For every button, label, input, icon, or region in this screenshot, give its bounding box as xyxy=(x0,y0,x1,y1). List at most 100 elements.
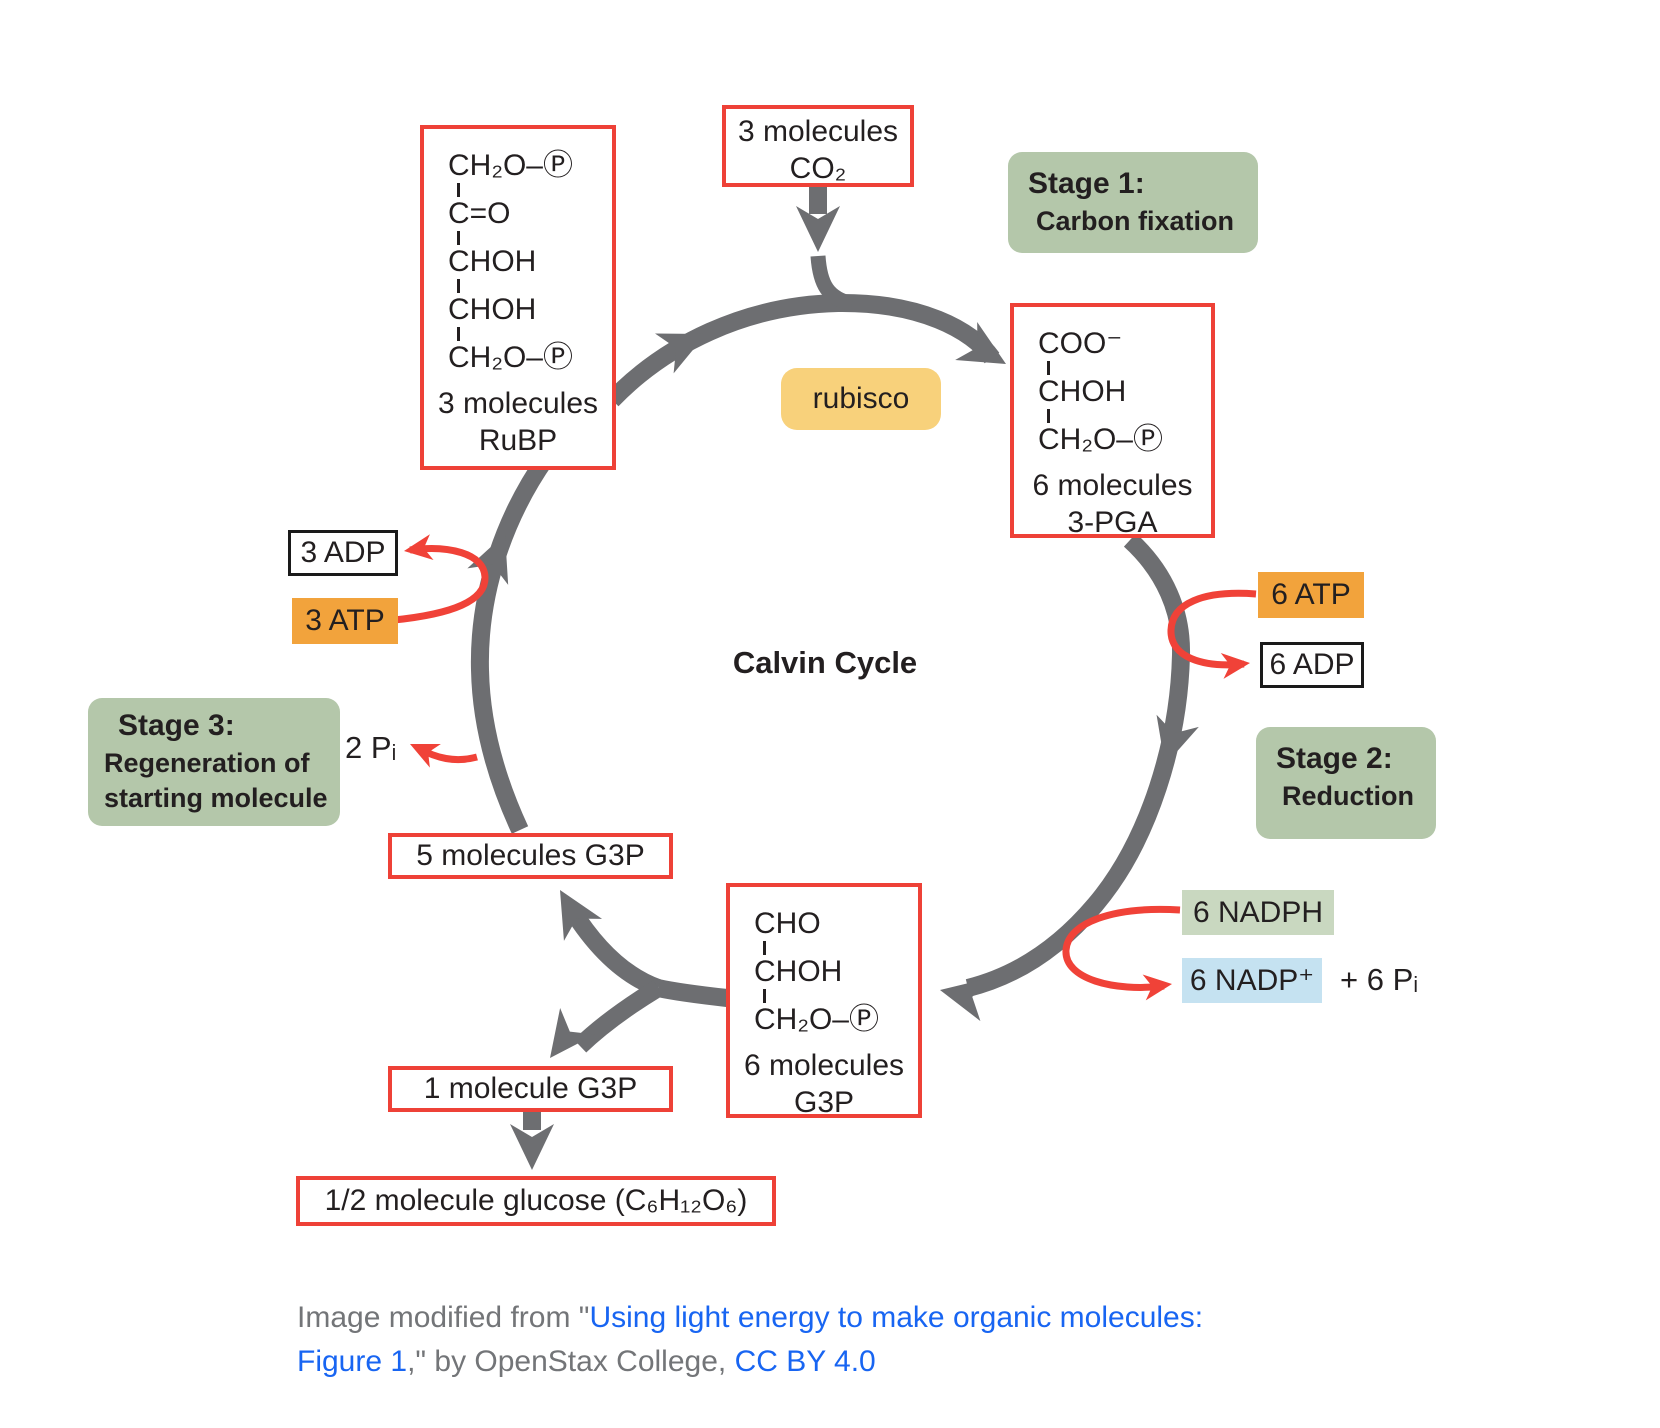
branch-to-5g3p xyxy=(564,905,662,997)
g3p6-name: G3P xyxy=(793,1086,855,1119)
stage1-badge: Stage 1: Carbon fixation xyxy=(1008,152,1258,253)
source-link-continued[interactable]: Figure 1 xyxy=(297,1345,408,1378)
stage1-subtitle: Carbon fixation xyxy=(1036,206,1235,236)
arrowhead-into-pi2 xyxy=(410,744,441,768)
stage2-title: Stage 2: xyxy=(1276,742,1393,775)
arrowhead-into-nadp xyxy=(1142,974,1172,1001)
bond-line xyxy=(457,231,460,245)
attribution-line1: Image modified from "Using light energy … xyxy=(297,1296,1203,1340)
bond-line xyxy=(763,989,766,1003)
stage2-subtitle: Reduction xyxy=(1282,781,1414,811)
attribution-line2: Figure 1," by OpenStax College, CC BY 4.… xyxy=(297,1340,1203,1384)
stage3-badge: Stage 3: Regeneration of starting molecu… xyxy=(88,698,340,826)
arrowhead-into-3pga xyxy=(955,321,1006,364)
adp3-badge: 3 ADP xyxy=(288,530,398,576)
atp6-badge: 6 ATP xyxy=(1258,572,1364,618)
rubp-box: CH₂O–Ⓟ C=O CHOH CHOH CH₂O–Ⓟ 3 molecules … xyxy=(420,125,616,470)
glucose-label: 1/2 molecule glucose (C₆H₁₂O₆) xyxy=(324,1184,748,1217)
g3p6-structure-line: CHO xyxy=(754,907,821,940)
rubisco-badge: rubisco xyxy=(781,368,941,430)
glucose-box: 1/2 molecule glucose (C₆H₁₂O₆) xyxy=(296,1176,776,1226)
rubp-structure-line: CHOH xyxy=(448,245,537,278)
arrowhead-glucose-down xyxy=(510,1124,554,1170)
arrowhead-right-mid xyxy=(1156,714,1199,765)
arrowhead-co2-down xyxy=(796,206,840,252)
atp6-label: 6 ATP xyxy=(1271,578,1351,611)
license-link[interactable]: CC BY 4.0 xyxy=(734,1345,876,1378)
atp6-to-adp6-arrow xyxy=(1167,589,1257,669)
rubp-structure-line: CH₂O–Ⓟ xyxy=(448,341,573,374)
nadp-badge: 6 NADP⁺ xyxy=(1182,958,1322,1003)
arrowhead-into-1g3p xyxy=(550,1008,596,1058)
bond-line xyxy=(1047,361,1050,375)
cycle-arrowheads xyxy=(467,206,1199,1170)
adp3-label: 3 ADP xyxy=(300,536,386,569)
atp3-label: 3 ATP xyxy=(305,604,385,637)
stage3-subtitle-line2: starting molecule xyxy=(104,783,328,813)
atp3-badge: 3 ATP xyxy=(292,598,398,644)
arrowhead-into-g3p xyxy=(940,978,990,1022)
cycle-arc-top xyxy=(605,293,1000,407)
bond-line xyxy=(1047,409,1050,423)
g3p6-structure-line: CHOH xyxy=(754,955,843,988)
rubp-structure-line: CH₂O–Ⓟ xyxy=(448,149,573,182)
nadph-badge: 6 NADPH xyxy=(1182,890,1334,935)
g3p1-box: 1 molecule G3P xyxy=(388,1066,673,1112)
nadph-label: 6 NADPH xyxy=(1192,895,1324,929)
pi2-label: 2 Pᵢ xyxy=(345,730,397,765)
g3p6-structure-line: CH₂O–Ⓟ xyxy=(754,1003,879,1036)
rubp-structure-line: C=O xyxy=(448,197,511,230)
branch-to-1g3p xyxy=(573,980,663,1053)
g3p5-box: 5 molecules G3P xyxy=(388,833,673,879)
cycle-arcs xyxy=(470,186,1191,1130)
arrowhead-left-mid xyxy=(467,534,509,585)
co2-formula: CO₂ xyxy=(789,152,847,185)
nadph-to-nadp-arrow xyxy=(1062,905,1181,991)
attribution-middle: ," by OpenStax College, xyxy=(407,1345,735,1378)
co2-box: 3 molecules CO₂ xyxy=(722,105,914,187)
stage1-title: Stage 1: xyxy=(1028,167,1145,200)
reaction-arrows xyxy=(393,545,1257,991)
pga-structure-line: CH₂O–Ⓟ xyxy=(1038,423,1163,456)
arrowhead-top-mid xyxy=(655,333,706,374)
reaction-arrowheads xyxy=(404,534,1250,1001)
co2-merge-neck xyxy=(810,255,855,312)
arrowhead-into-adp6 xyxy=(1220,652,1250,679)
bond-line xyxy=(457,327,460,341)
co2-count: 3 molecules xyxy=(737,115,899,148)
g3p6-count: 6 molecules xyxy=(743,1049,905,1082)
source-link[interactable]: Using light energy to make organic molec… xyxy=(589,1301,1204,1334)
bond-line xyxy=(763,941,766,955)
adp6-label: 6 ADP xyxy=(1269,648,1355,681)
arrowhead-into-adp3 xyxy=(404,534,434,560)
pga-box: COO⁻ CHOH CH₂O–Ⓟ 6 molecules 3-PGA xyxy=(1010,303,1215,539)
rubisco-label: rubisco xyxy=(812,382,910,415)
cycle-arc-bottom-stub xyxy=(656,979,728,1007)
bond-line xyxy=(457,279,460,293)
pga-structure-line: CHOH xyxy=(1038,375,1127,408)
pga-structure-line: COO⁻ xyxy=(1038,327,1123,360)
bond-line xyxy=(457,183,460,197)
rubp-name: RuBP xyxy=(478,424,558,457)
g3p5-label: 5 molecules G3P xyxy=(416,839,645,872)
atp3-to-adp3-arrow xyxy=(393,545,489,624)
nadp-label: 6 NADP⁺ xyxy=(1189,964,1315,997)
pi6-label: + 6 Pᵢ xyxy=(1340,962,1419,997)
adp6-badge: 6 ADP xyxy=(1260,642,1364,688)
calvin-cycle-title: Calvin Cycle xyxy=(732,645,918,680)
stage2-badge: Stage 2: Reduction xyxy=(1256,727,1436,839)
cycle-arc-right xyxy=(965,533,1191,997)
attribution: Image modified from "Using light energy … xyxy=(297,1296,1203,1384)
g3p6-box: CHO CHOH CH₂O–Ⓟ 6 molecules G3P xyxy=(726,883,922,1119)
attribution-prefix: Image modified from " xyxy=(297,1301,590,1334)
stage3-subtitle-line1: Regeneration of xyxy=(104,748,310,778)
g3p1-label: 1 molecule G3P xyxy=(423,1072,638,1105)
pga-name: 3-PGA xyxy=(1067,506,1158,539)
rubp-structure-line: CHOH xyxy=(448,293,537,326)
cycle-arc-left xyxy=(470,452,554,834)
stage3-title: Stage 3: xyxy=(118,709,235,742)
rubp-count: 3 molecules xyxy=(437,387,599,420)
arrowhead-into-5g3p xyxy=(560,890,603,941)
